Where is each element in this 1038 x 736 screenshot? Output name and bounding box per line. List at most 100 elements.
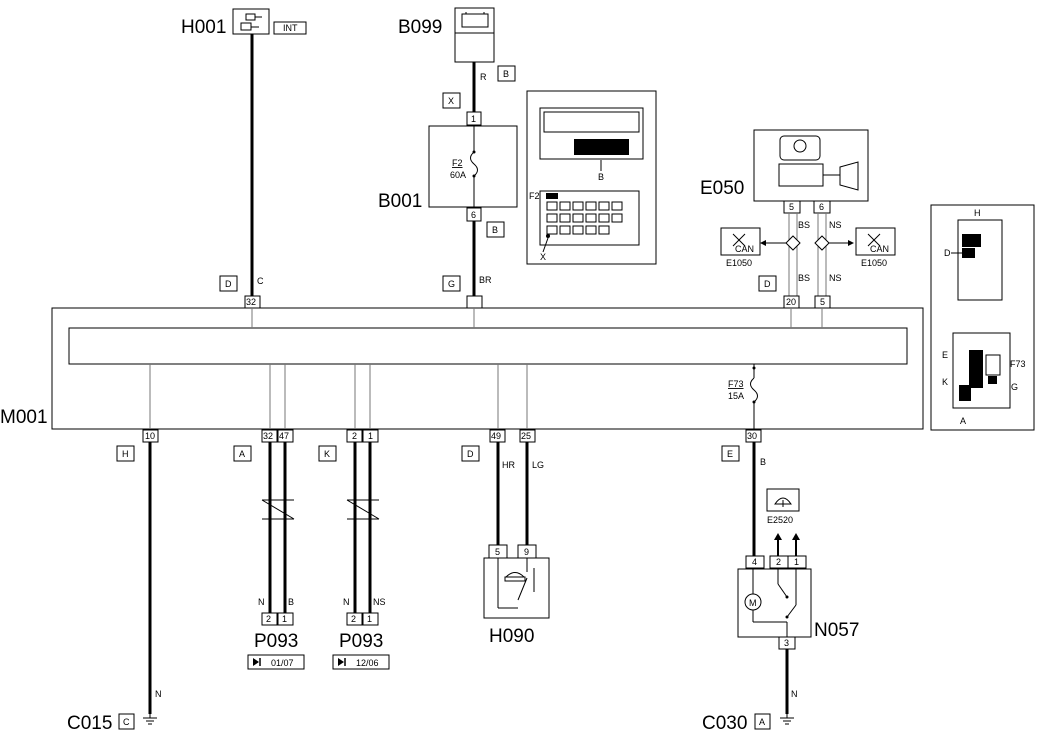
b001-fuse-amp: 60A: [450, 170, 466, 180]
m001-pin-32-bottom: 32: [263, 431, 273, 441]
locator-f73-label: F73: [1010, 359, 1026, 369]
connector-g-top-label: G: [448, 279, 455, 289]
connector-x-label: X: [448, 96, 454, 106]
can-right-text: CAN: [870, 244, 889, 254]
locator-e-label: E: [942, 350, 948, 360]
ground-icon: [143, 714, 157, 725]
wire-color-hr: HR: [502, 460, 515, 470]
connector-x: [442, 92, 461, 109]
n057-pin-1: 1: [794, 557, 799, 567]
fusebox-locator: B F2 X: [526, 90, 657, 265]
fuse-f73-symbol: [750, 377, 758, 403]
wire-color-lg: LG: [532, 460, 544, 470]
wire-color-r: R: [480, 72, 487, 82]
h001-label: H001: [181, 17, 226, 38]
p093a-pin-2: 2: [266, 614, 271, 624]
m001-box: [51, 307, 924, 430]
m001-component: M001 F73 15A: [0, 307, 924, 430]
m001-pin-25: 25: [521, 431, 531, 441]
e050-label: E050: [700, 178, 744, 199]
e2520-component: E2520: [766, 488, 800, 525]
e2520-label: E2520: [767, 515, 793, 525]
twisted-pair-symbol: [261, 499, 295, 520]
car-door-switch-icon: [497, 558, 535, 609]
ground-icon: [780, 714, 794, 725]
connector-e-bottom-label: E: [727, 449, 733, 459]
p093b-pin-1: 1: [367, 614, 372, 624]
connector-b-mid-label: B: [492, 225, 498, 235]
int-tag: [273, 21, 307, 35]
wire-color-bs-top: BS: [798, 220, 810, 230]
h090-box: [483, 557, 550, 619]
c030-label: C030: [702, 713, 747, 734]
locator-a-label: A: [960, 416, 966, 426]
connector-d-e050-label: D: [764, 279, 771, 289]
connector-h-bottom-label: H: [122, 449, 129, 459]
connector-d-e050: [758, 275, 777, 292]
h001-component: H001 INT: [181, 8, 307, 38]
battery-icon: [461, 12, 489, 28]
connector-h-bottom: [116, 445, 135, 462]
locator-d-label: D: [944, 248, 951, 258]
m001-fuse-amp: 15A: [728, 391, 744, 401]
n057-pin-2: 2: [776, 557, 781, 567]
wire-color-n-c015: N: [155, 689, 162, 699]
m001-pin-10: 10: [145, 431, 155, 441]
ignition-key-icon: [240, 13, 262, 31]
m001-pin-2: 2: [352, 431, 357, 441]
can-left-text: CAN: [735, 244, 754, 254]
connector-a-bottom: [233, 445, 252, 462]
e050-box: [753, 129, 869, 202]
wire-color-ns-top: NS: [829, 220, 842, 230]
m001-pin-47: 47: [279, 431, 289, 441]
c015-label: C015: [67, 713, 112, 734]
p093a-date: 01/07: [271, 658, 294, 668]
twisted-pair-symbol: [346, 499, 380, 520]
h090-component: 5 9 H090: [483, 544, 550, 647]
wire-color-n-c030: N: [791, 689, 798, 699]
wire-color-bs-bottom: BS: [798, 273, 810, 283]
can-network-icon: [867, 233, 881, 247]
h090-pin-5: 5: [495, 547, 500, 557]
b001-box: [428, 125, 518, 208]
wire-color-n-p093a: N: [258, 597, 265, 607]
motor-switch-icon: M: [744, 569, 797, 637]
connector-b-mid: [486, 221, 505, 238]
wire-color-ns-bottom: NS: [829, 273, 842, 283]
p093b-date: 12/06: [356, 658, 379, 668]
connector-g-top: [442, 275, 461, 292]
b001-fuse-label: F2: [452, 158, 463, 168]
n057-box: [737, 568, 812, 638]
m001-pin-5: 5: [820, 297, 825, 307]
locator-k-label: K: [942, 377, 948, 387]
h090-pin-9: 9: [524, 547, 529, 557]
wire-color-ns-p093b: NS: [373, 597, 386, 607]
m001-label: M001: [0, 407, 48, 428]
b001-component: 1 F2 60A 6 B001: [378, 111, 518, 222]
wire-color-b-p093a: B: [288, 597, 294, 607]
e1050-left: CAN E1050: [720, 227, 761, 268]
n057-component: 4 2 1 M 3 N057: [737, 555, 859, 650]
fusebox-x-label: X: [540, 252, 546, 262]
can-junction-right: [814, 235, 830, 251]
connector-b-top: [497, 65, 516, 82]
locator-g-label: G: [1011, 382, 1018, 392]
n057-label: N057: [814, 620, 859, 641]
e050-component: E050 5 6: [700, 129, 869, 214]
connector-d-bottom-label: D: [467, 449, 474, 459]
e1050-right-label: E1050: [861, 258, 887, 268]
connector-d-top: [219, 275, 238, 292]
wire-color-c: C: [257, 276, 264, 286]
m001-pin-49: 49: [491, 431, 501, 441]
b099-component: B099: [398, 7, 495, 63]
b001-label: B001: [378, 191, 422, 212]
p093a-label: P093: [254, 631, 298, 652]
svg-text:M: M: [749, 598, 757, 608]
c030-connector-label: A: [759, 717, 765, 727]
c015-connector-label: C: [123, 717, 130, 727]
int-tag-label: INT: [283, 23, 298, 33]
e1050-right: CAN E1050: [855, 227, 896, 268]
n057-pin-3: 3: [784, 638, 789, 648]
connector-a-bottom-label: A: [239, 449, 245, 459]
